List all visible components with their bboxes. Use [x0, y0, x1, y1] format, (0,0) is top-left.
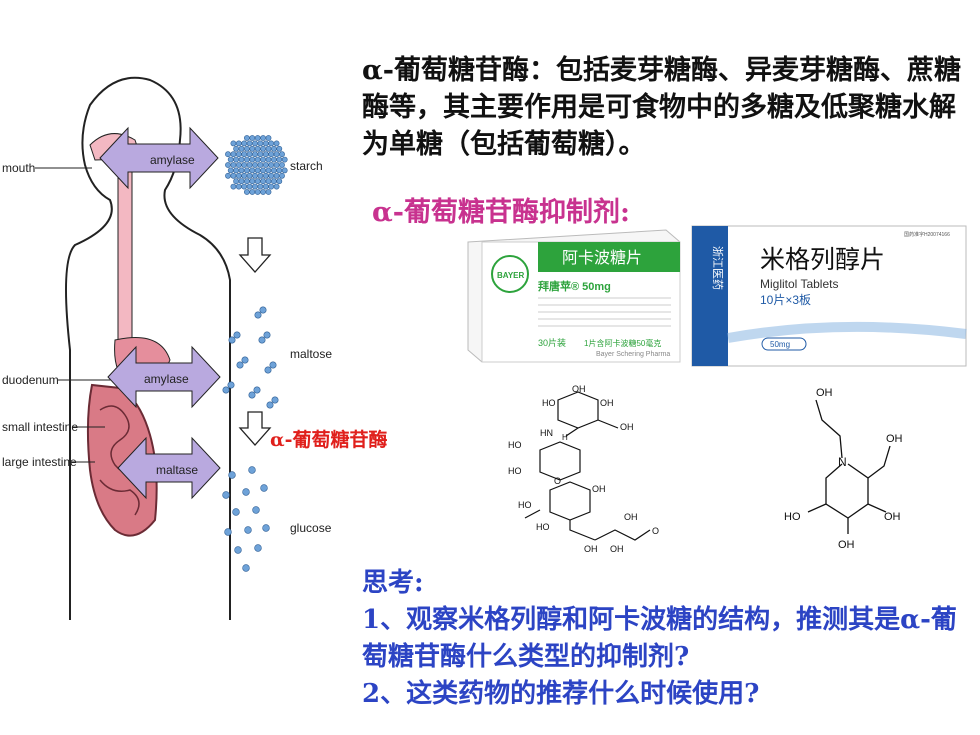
down-arrow-1 — [238, 237, 272, 273]
svg-text:HO: HO — [508, 466, 522, 476]
svg-text:OH: OH — [816, 387, 833, 399]
svg-text:HO: HO — [542, 398, 556, 408]
svg-text:OH: OH — [584, 544, 598, 554]
miglitol-english: Miglitol Tablets — [760, 277, 838, 291]
svg-text:N: N — [838, 455, 847, 469]
svg-text:OH: OH — [624, 512, 638, 522]
starch-cluster — [225, 135, 288, 195]
question-1: 1、观察米格列醇和阿卡波糖的结构，推测其是α-葡萄糖苷酶什么类型的抑制剂? — [362, 605, 957, 672]
svg-text:maltase: maltase — [156, 463, 198, 477]
label-starch: starch — [290, 159, 323, 173]
question-2: 2、这类药物的推荐什么时候使用? — [362, 679, 760, 709]
miglitol-box: 浙江医药 国药准字H20074166 米格列醇片 Miglitol Tablet… — [691, 225, 967, 367]
label-mouth: mouth — [2, 161, 35, 175]
label-glucose: glucose — [290, 521, 332, 535]
bayer-logo — [491, 255, 529, 293]
svg-text:HO: HO — [518, 500, 532, 510]
think-section: 思考: 1、观察米格列醇和阿卡波糖的结构，推测其是α-葡萄糖苷酶什么类型的抑制剂… — [362, 565, 962, 713]
intestines — [86, 383, 158, 537]
miglitol-company: 浙江医药 — [711, 246, 724, 290]
svg-text:OH: OH — [592, 484, 606, 494]
svg-text:O: O — [554, 476, 561, 486]
svg-text:OH: OH — [610, 544, 624, 554]
maltase-arrow: maltase — [117, 436, 221, 500]
think-title: 思考: — [362, 568, 424, 598]
miglitol-dose: 50mg — [770, 340, 790, 349]
acarbose-maker: Bayer Schering Pharma — [596, 351, 670, 358]
svg-text:O: O — [652, 526, 659, 536]
svg-text:HO: HO — [536, 522, 550, 532]
svg-text:OH: OH — [838, 539, 855, 551]
down-arrow-2 — [238, 411, 272, 446]
label-large-intestine: large intestine — [2, 455, 77, 469]
inhibitor-title: α-葡萄糖苷酶抑制剂: — [372, 197, 630, 228]
svg-text:amylase: amylase — [144, 372, 189, 386]
svg-text:H: H — [562, 433, 568, 442]
body-outline — [65, 76, 231, 620]
acarbose-name: 阿卡波糖片 — [562, 249, 642, 267]
acarbose-dose: 1片含阿卡波糖50毫克 — [584, 338, 661, 348]
svg-text:HO: HO — [784, 511, 801, 523]
bayer-brand: BAYER — [497, 271, 524, 280]
svg-text:OH: OH — [884, 511, 901, 523]
svg-text:OH: OH — [600, 398, 614, 408]
amylase-arrow-mid: amylase — [107, 345, 221, 409]
label-duodenum: duodenum — [2, 373, 59, 387]
maltose-molecules — [222, 306, 279, 409]
miglitol-structure: OH N OH OH HO OH — [784, 387, 903, 551]
acarbose-count: 30片装 — [538, 337, 566, 348]
digestion-diagram: mouth duodenum small intestine large int… — [2, 76, 332, 620]
intro-paragraph: α-葡萄糖苷酶：包括麦芽糖酶、异麦芽糖酶、蔗糖酶等，其主要作用是可食物中的多糖及… — [362, 55, 961, 160]
svg-text:HN: HN — [540, 428, 553, 438]
label-small-intestine: small intestine — [2, 420, 78, 434]
enzyme-label: α-葡萄糖苷酶 — [270, 429, 388, 451]
amylase-arrow-top: amylase — [99, 126, 219, 190]
svg-text:OH: OH — [620, 422, 634, 432]
label-maltose: maltose — [290, 347, 332, 361]
glucose-molecules — [222, 466, 270, 572]
svg-text:amylase: amylase — [150, 153, 195, 167]
miglitol-approval: 国药准字H20074166 — [904, 231, 950, 238]
svg-text:OH: OH — [572, 384, 586, 394]
miglitol-spec: 10片×3板 — [760, 293, 811, 307]
acarbose-structure: HO OH OH OH HN H HO HO O OH HO HO OH OH … — [508, 384, 659, 554]
acarbose-product: 拜唐苹® 50mg — [538, 279, 611, 293]
acarbose-box: 阿卡波糖片 BAYER 拜唐苹® 50mg 30片装 1片含阿卡波糖50毫克 B… — [467, 229, 681, 363]
svg-text:HO: HO — [508, 440, 522, 450]
miglitol-name: 米格列醇片 — [760, 246, 885, 274]
svg-text:OH: OH — [886, 433, 903, 445]
